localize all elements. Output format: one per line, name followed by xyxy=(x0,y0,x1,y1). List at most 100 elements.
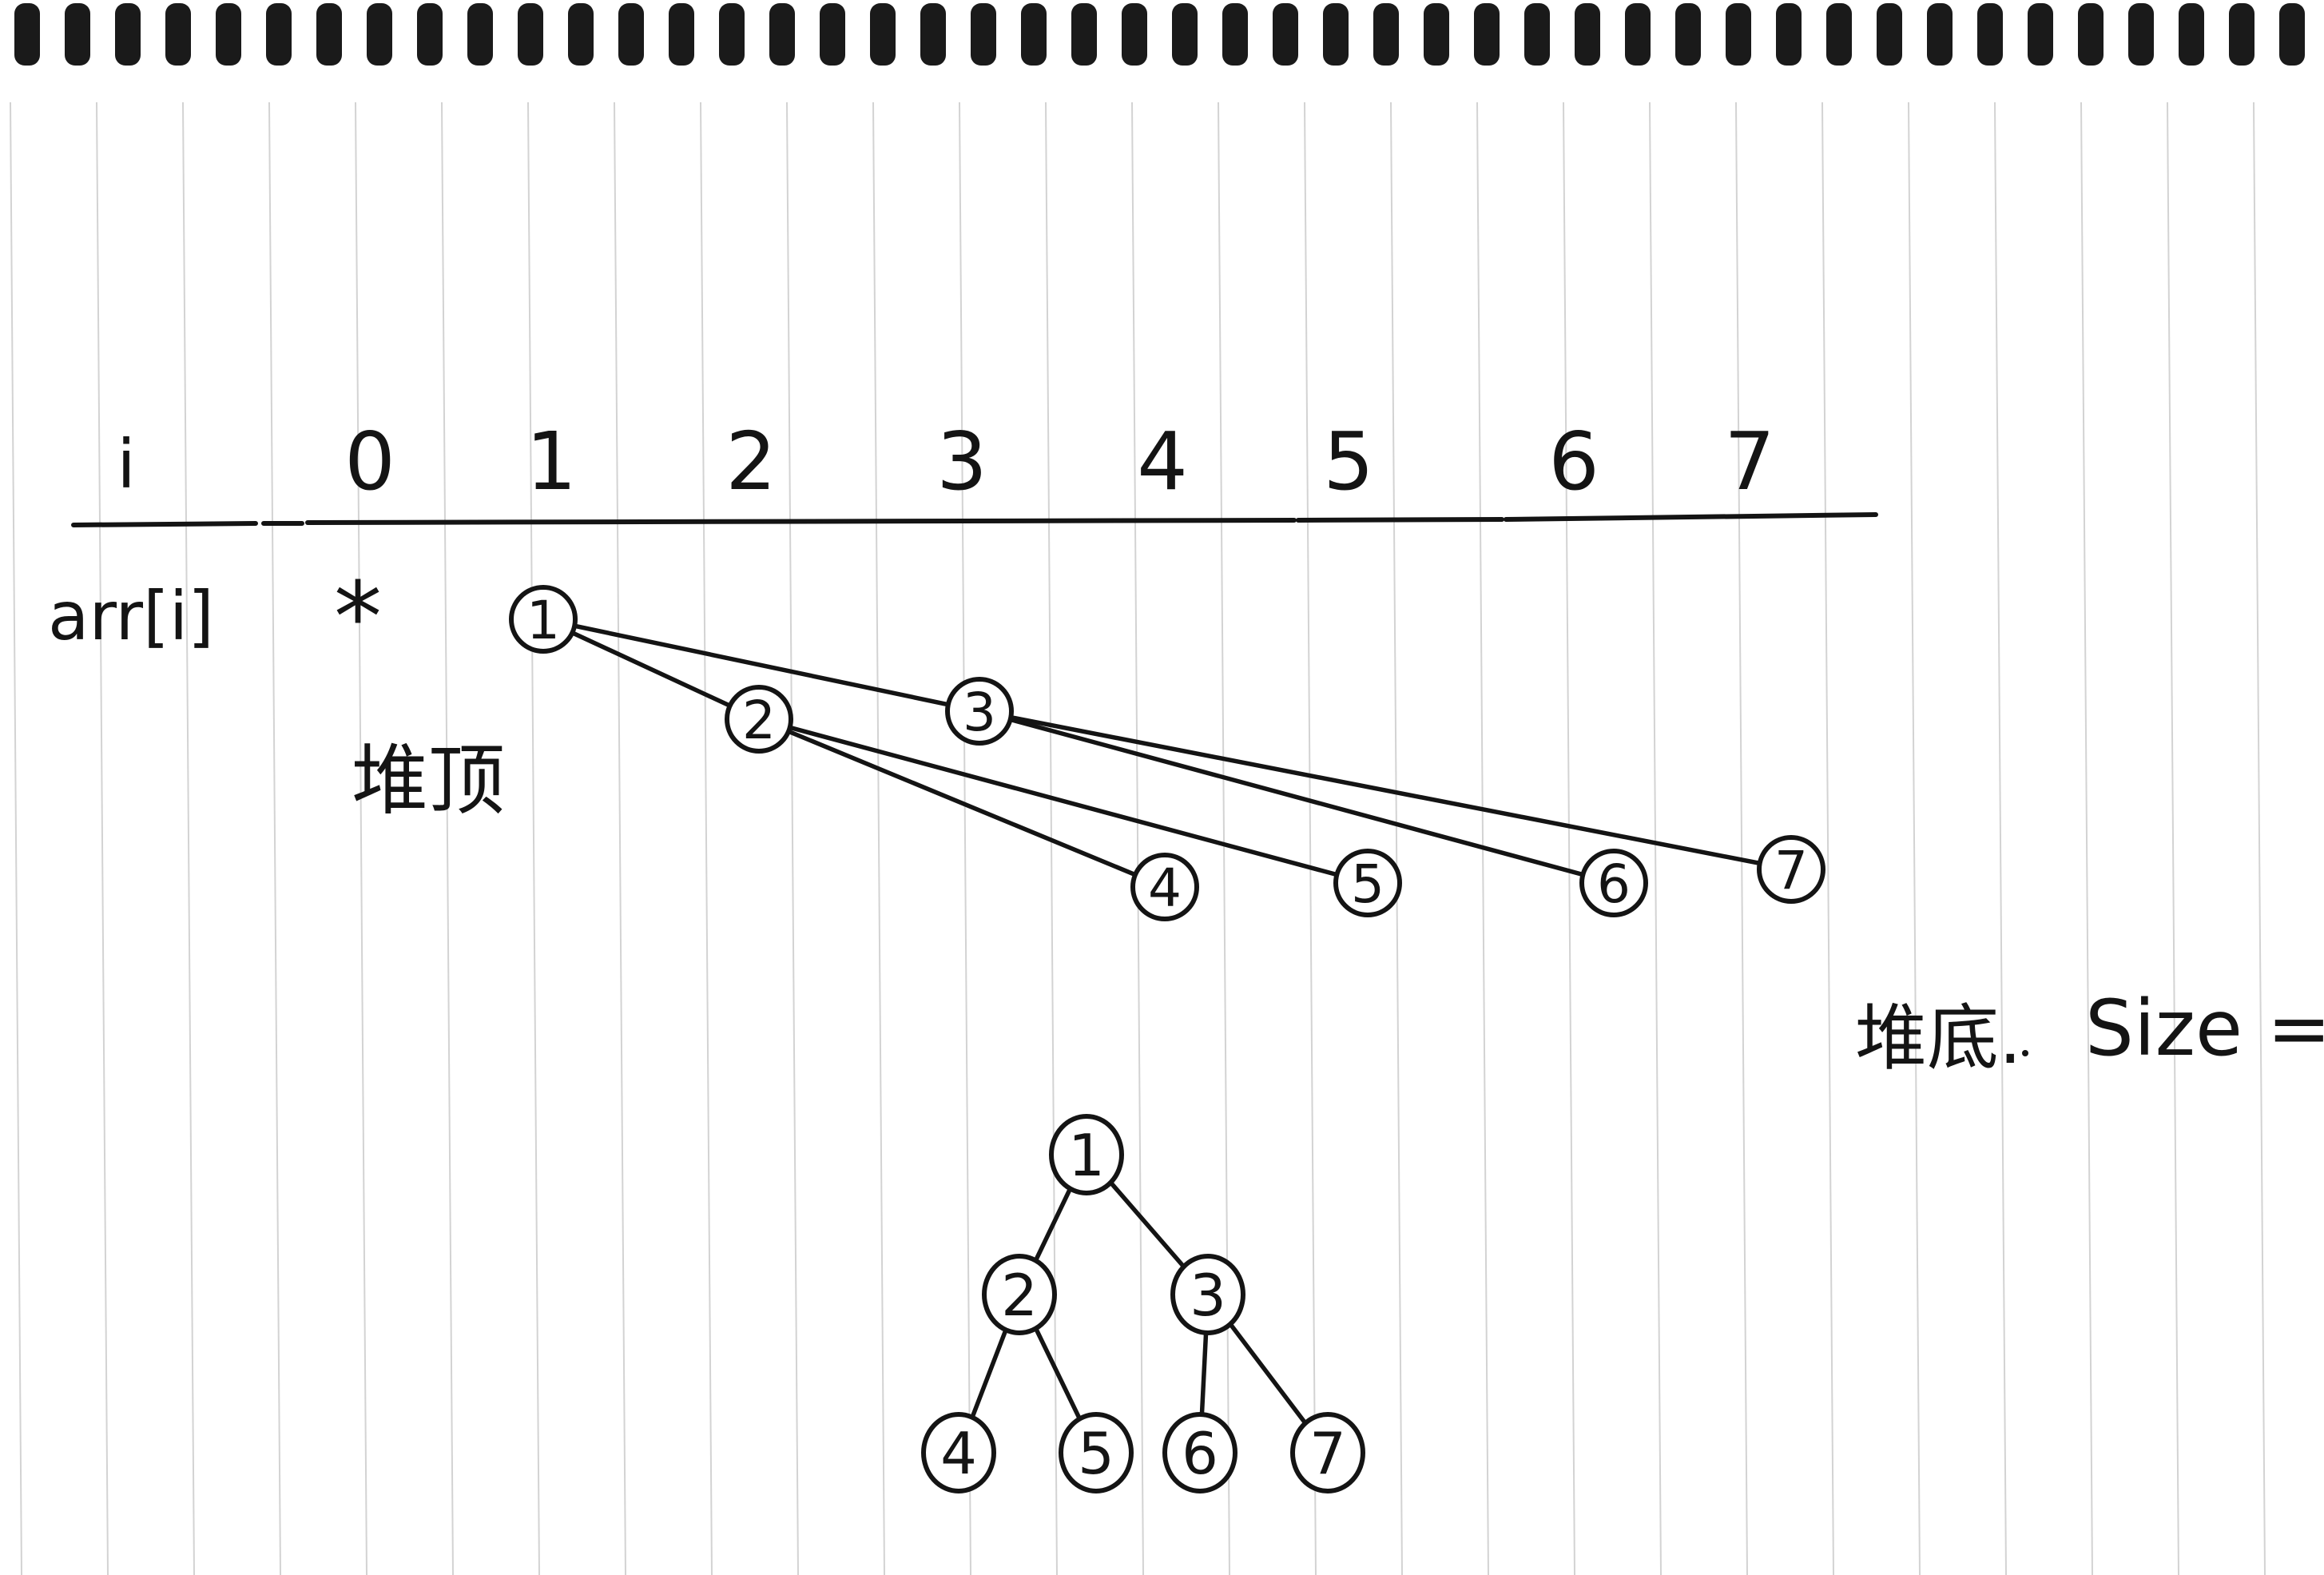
spiral-ring xyxy=(1021,3,1047,66)
rule-line xyxy=(786,101,799,1575)
array-node-7: 7 xyxy=(1757,835,1825,904)
array-node-label: 4 xyxy=(1148,857,1182,919)
spiral-ring xyxy=(2229,3,2254,66)
tree-node-label: 5 xyxy=(1078,1420,1114,1487)
rule-line xyxy=(527,101,540,1575)
array-node-1: 1 xyxy=(509,585,578,654)
spiral-ring xyxy=(870,3,896,66)
rule-line xyxy=(1131,101,1144,1575)
spiral-ring xyxy=(1675,3,1701,66)
array-node-label: 7 xyxy=(1774,840,1808,901)
spiral-ring xyxy=(1474,3,1500,66)
rule-line xyxy=(959,101,971,1575)
spiral-ring xyxy=(1222,3,1248,66)
tree-node-label: 7 xyxy=(1309,1420,1346,1487)
tree-node-7: 7 xyxy=(1290,1412,1365,1493)
rule-line xyxy=(96,101,109,1575)
spiral-ring xyxy=(1927,3,1953,66)
slot-zero-asterisk: * xyxy=(334,563,382,674)
spiral-ring xyxy=(1826,3,1852,66)
spiral-ring xyxy=(115,3,141,66)
rule-line xyxy=(1476,101,1489,1575)
rule-line xyxy=(1735,101,1748,1575)
rule-line xyxy=(441,101,454,1575)
array-node-2: 2 xyxy=(725,685,793,754)
heap-top-annotation: 堆顶 xyxy=(352,736,505,825)
array-node-label: 3 xyxy=(963,682,996,743)
array-node-5: 5 xyxy=(1333,849,1402,917)
rule-line xyxy=(1994,101,2007,1575)
array-row: arr[i] * xyxy=(48,563,382,674)
spiral-ring xyxy=(1776,3,1802,66)
rule-line xyxy=(2253,101,2266,1575)
array-node-3: 3 xyxy=(945,677,1014,746)
rule-line xyxy=(2167,101,2179,1575)
spiral-ring xyxy=(518,3,543,66)
spiral-ring xyxy=(1575,3,1600,66)
spiral-ring xyxy=(367,3,392,66)
rule-line xyxy=(10,101,22,1575)
array-link-1-2 xyxy=(541,617,761,722)
rule-line xyxy=(1821,101,1834,1575)
spiral-ring xyxy=(769,3,795,66)
spiral-ring xyxy=(165,3,191,66)
index-number-5: 5 xyxy=(1323,415,1374,508)
ruled-paper-lines xyxy=(10,101,2266,1575)
array-node-label: 6 xyxy=(1597,853,1631,915)
tree-node-5: 5 xyxy=(1059,1412,1134,1493)
tree-node-label: 2 xyxy=(1001,1262,1038,1329)
spiral-binding xyxy=(0,0,2324,70)
spiral-ring xyxy=(2028,3,2053,66)
array-node-6: 6 xyxy=(1579,849,1648,917)
array-link-3-6 xyxy=(977,709,1616,885)
index-number-0: 0 xyxy=(344,415,395,508)
spiral-ring xyxy=(1172,3,1198,66)
rule-line xyxy=(268,101,281,1575)
spiral-ring xyxy=(920,3,946,66)
spiral-ring xyxy=(1726,3,1751,66)
array-node-4: 4 xyxy=(1130,853,1199,921)
array-link-2-5 xyxy=(757,717,1370,885)
spiral-ring xyxy=(719,3,745,66)
array-label: arr[i] xyxy=(48,577,214,655)
spiral-ring xyxy=(1977,3,2003,66)
ink-dot xyxy=(2022,1050,2028,1056)
tree-node-6: 6 xyxy=(1162,1412,1237,1493)
spiral-ring xyxy=(2179,3,2204,66)
spiral-ring xyxy=(669,3,694,66)
spiral-ring xyxy=(65,3,90,66)
header-underline xyxy=(71,512,1878,527)
array-node-label: 1 xyxy=(526,590,560,651)
spiral-ring xyxy=(618,3,644,66)
index-number-1: 1 xyxy=(526,415,577,508)
index-number-7: 7 xyxy=(1724,415,1775,508)
spiral-ring xyxy=(568,3,594,66)
array-parent-child-links xyxy=(541,617,1794,889)
spiral-ring xyxy=(467,3,493,66)
tree-node-label: 4 xyxy=(940,1420,977,1487)
spiral-ring xyxy=(1122,3,1147,66)
rule-line xyxy=(1649,101,1662,1575)
array-link-1-3 xyxy=(541,617,982,714)
binding-strip xyxy=(0,0,2324,70)
index-number-4: 4 xyxy=(1137,415,1188,508)
spiral-ring xyxy=(1323,3,1349,66)
size-annotation: Size =7 xyxy=(2085,984,2324,1073)
spiral-ring xyxy=(1625,3,1651,66)
spiral-ring xyxy=(971,3,996,66)
spiral-ring xyxy=(820,3,845,66)
index-label: i xyxy=(117,425,135,503)
index-number-6: 6 xyxy=(1548,415,1599,508)
tree-node-1: 1 xyxy=(1049,1114,1124,1195)
array-heap-nodes: 1 2 3 4 5 6 7 xyxy=(509,585,1825,921)
tree-node-4: 4 xyxy=(921,1412,996,1493)
spiral-ring xyxy=(1273,3,1298,66)
rule-line xyxy=(700,101,713,1575)
spiral-ring xyxy=(1071,3,1097,66)
tree-node-3: 3 xyxy=(1170,1254,1245,1335)
spiral-ring xyxy=(2128,3,2154,66)
